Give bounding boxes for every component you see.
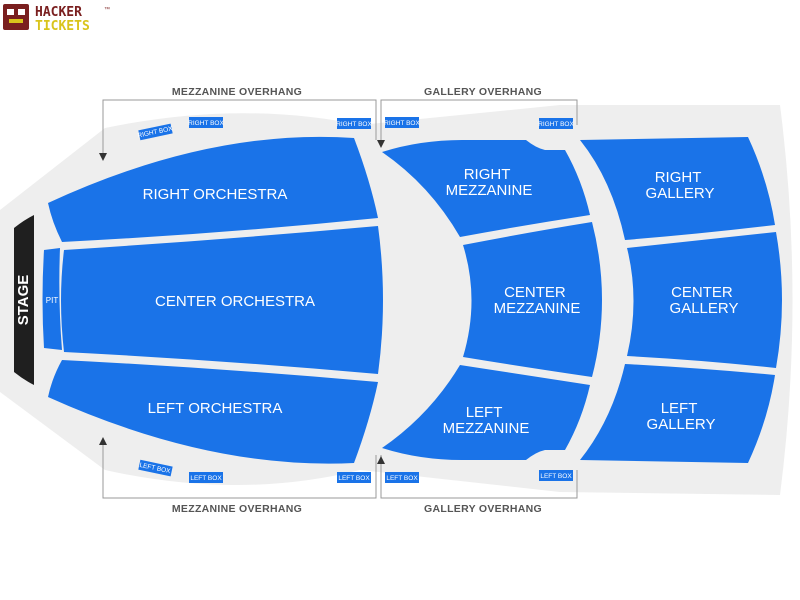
right-orchestra-label: RIGHT ORCHESTRA [143, 186, 288, 203]
left-orchestra-label: LEFT ORCHESTRA [148, 400, 283, 417]
center-mezzanine-label-line1: CENTER [504, 284, 566, 301]
left-gallery-label-line1: LEFT [661, 400, 698, 417]
logo-eye-right [18, 9, 25, 15]
left-gallery-label: LEFT GALLERY [647, 400, 716, 433]
logo-face-icon [3, 4, 29, 30]
section-center-gallery[interactable] [627, 232, 782, 368]
section-center-mezzanine[interactable] [463, 222, 602, 377]
mezzanine-overhang-top-label: MEZZANINE OVERHANG [172, 86, 302, 98]
box-right-5[interactable]: RIGHT BOX [538, 118, 574, 129]
box-right-3[interactable]: RIGHT BOX [336, 118, 372, 129]
gallery-overhang-bottom-label: GALLERY OVERHANG [424, 503, 542, 515]
section-right-orchestra[interactable] [48, 136, 378, 242]
right-mezzanine-label: RIGHT MEZZANINE [446, 166, 533, 199]
box-left-4-label: LEFT BOX [386, 475, 418, 482]
overhang-arrows [99, 140, 385, 464]
logo-mouth [9, 19, 23, 23]
box-left-2[interactable]: LEFT BOX [189, 472, 223, 483]
right-mezzanine-label-line1: RIGHT [464, 166, 511, 183]
logo-word-tickets: TICKETS [35, 19, 90, 34]
section-left-mezzanine[interactable] [382, 365, 590, 460]
section-pit[interactable] [42, 248, 63, 350]
left-mezzanine-label: LEFT MEZZANINE [443, 404, 530, 437]
box-right-2[interactable]: RIGHT BOX [188, 117, 224, 128]
left-mezzanine-label-line2: MEZZANINE [443, 420, 530, 437]
box-right-4[interactable]: RIGHT BOX [384, 117, 420, 128]
logo-word-hacker: HACKER [35, 5, 82, 20]
right-gallery-label-line2: GALLERY [646, 185, 715, 202]
box-left-3[interactable]: LEFT BOX [337, 472, 371, 483]
right-gallery-label: RIGHT GALLERY [646, 169, 715, 202]
box-right-2-label: RIGHT BOX [188, 120, 224, 127]
center-gallery-label-line2: GALLERY [670, 300, 739, 317]
gallery-overhang-top-label: GALLERY OVERHANG [424, 86, 542, 98]
center-mezzanine-label-line2: MEZZANINE [494, 300, 581, 317]
right-mezzanine-label-line2: MEZZANINE [446, 182, 533, 199]
pit-label: PIT [46, 296, 59, 305]
overhang-lines [102, 99, 578, 499]
hacker-tickets-logo[interactable]: HACKER TICKETS ™ [3, 4, 110, 34]
box-left-3-label: LEFT BOX [338, 475, 370, 482]
box-left-4[interactable]: LEFT BOX [385, 472, 419, 483]
logo-eye-left [7, 9, 14, 15]
left-gallery-label-line2: GALLERY [647, 416, 716, 433]
box-right-3-label: RIGHT BOX [336, 121, 372, 128]
section-center-orchestra[interactable] [61, 226, 383, 374]
box-right-4-label: RIGHT BOX [384, 120, 420, 127]
stage [14, 215, 34, 385]
center-mezzanine-label: CENTER MEZZANINE [494, 284, 581, 317]
left-mezzanine-label-line1: LEFT [466, 404, 503, 421]
stage-label: STAGE [15, 275, 32, 326]
box-left-5-label: LEFT BOX [540, 473, 572, 480]
center-gallery-label-line1: CENTER [671, 284, 733, 301]
box-left-2-label: LEFT BOX [190, 475, 222, 482]
section-right-gallery[interactable] [580, 137, 775, 240]
box-left-5[interactable]: LEFT BOX [539, 470, 573, 481]
section-right-mezzanine[interactable] [382, 140, 590, 237]
section-left-gallery[interactable] [580, 364, 775, 463]
section-left-orchestra[interactable] [48, 360, 378, 464]
right-gallery-label-line1: RIGHT [655, 169, 702, 186]
logo-trademark: ™ [104, 6, 110, 13]
center-orchestra-label: CENTER ORCHESTRA [155, 293, 315, 310]
mezzanine-overhang-bottom-label: MEZZANINE OVERHANG [172, 503, 302, 515]
center-gallery-label: CENTER GALLERY [670, 284, 739, 317]
box-right-5-label: RIGHT BOX [538, 121, 574, 128]
